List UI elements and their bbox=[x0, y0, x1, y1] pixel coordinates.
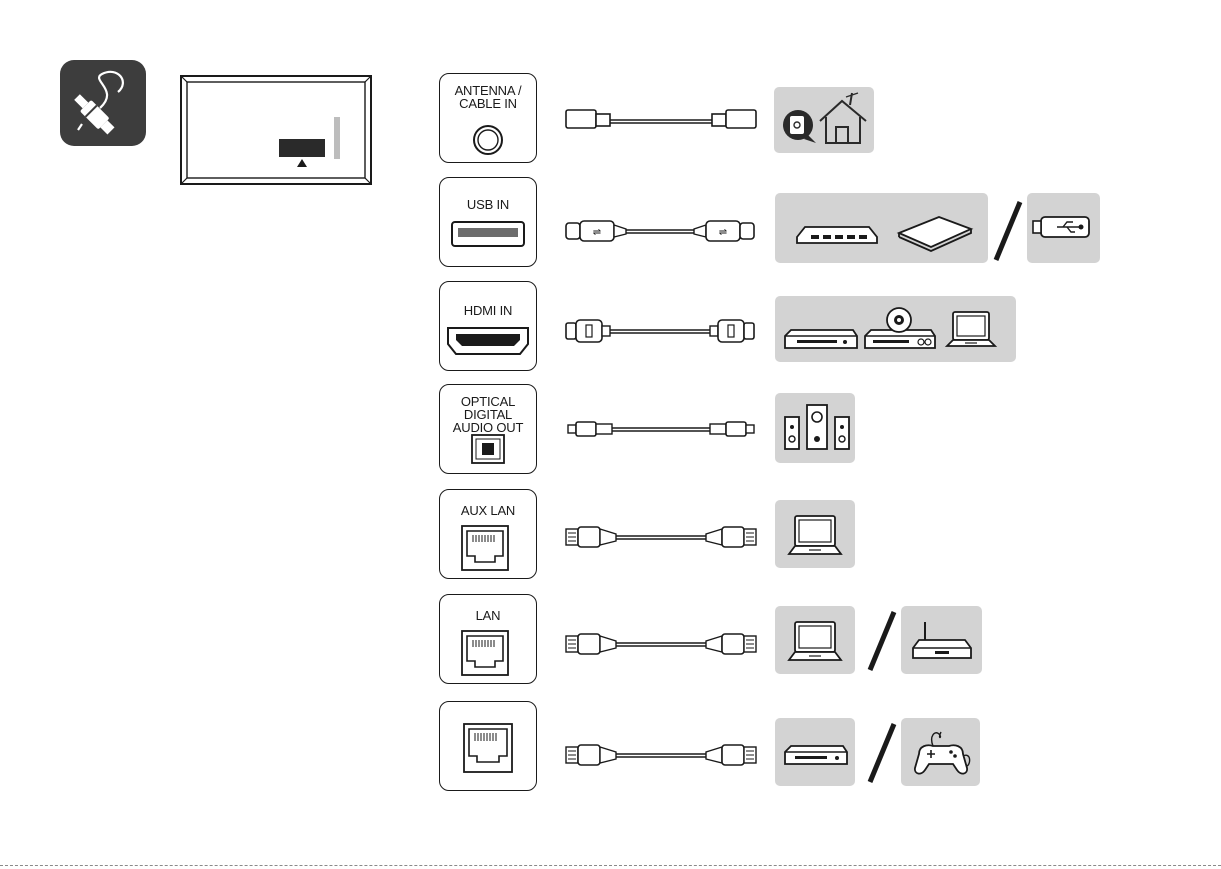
lan-cable bbox=[560, 624, 760, 664]
set-top-box-icon bbox=[775, 718, 855, 786]
or-separator-slash bbox=[990, 198, 1024, 264]
laptop-icon bbox=[947, 312, 995, 346]
optical-cable bbox=[560, 409, 760, 449]
cable-plug-icon bbox=[60, 60, 146, 146]
coax-cable bbox=[560, 100, 760, 140]
or-separator-slash bbox=[864, 720, 898, 786]
usb-cable: ⇌ ⇌ bbox=[560, 211, 760, 251]
set-top-box-icon bbox=[785, 330, 857, 348]
ethernet-port-icon bbox=[440, 595, 538, 685]
hdmi-device-group bbox=[775, 296, 1016, 362]
ethernet-port-icon bbox=[440, 702, 538, 792]
or-separator-slash bbox=[864, 608, 898, 674]
svg-text:⇌: ⇌ bbox=[719, 227, 727, 238]
optical-device-group bbox=[775, 393, 855, 463]
port-usb: USB IN bbox=[439, 177, 537, 267]
lan-router-device-group bbox=[901, 606, 982, 674]
laptop-icon bbox=[775, 500, 855, 568]
wall-outlet-icon bbox=[783, 110, 816, 143]
usb-storage-device-group bbox=[775, 193, 988, 263]
optical-port-icon bbox=[440, 385, 538, 475]
external-drive-icon bbox=[899, 217, 971, 251]
usb-hub-icon bbox=[797, 227, 877, 243]
port-hdmi: HDMI IN bbox=[439, 281, 537, 371]
lan-laptop-device-group bbox=[775, 606, 855, 674]
port-aux-lan: AUX LAN bbox=[439, 489, 537, 579]
dvd-player-icon bbox=[865, 308, 935, 348]
port-antenna: ANTENNA / CABLE IN bbox=[439, 73, 537, 163]
hdmi-cable bbox=[560, 311, 760, 351]
usb-port-icon bbox=[440, 178, 538, 268]
tv-rear-diagram bbox=[180, 75, 372, 185]
port-optical: OPTICAL DIGITAL AUDIO OUT bbox=[439, 384, 537, 474]
lan2-settop-device-group bbox=[775, 718, 855, 786]
usb-stick-device-group bbox=[1027, 193, 1100, 263]
router-icon bbox=[901, 606, 982, 674]
laptop-icon bbox=[775, 606, 855, 674]
port-lan-2 bbox=[439, 701, 537, 791]
page-bottom-rule bbox=[0, 865, 1221, 866]
lan2-game-device-group bbox=[901, 718, 980, 786]
aux-lan-device-group bbox=[775, 500, 855, 568]
usb-stick-icon bbox=[1027, 193, 1100, 263]
ethernet-port-icon bbox=[440, 490, 538, 580]
coax-jack-icon bbox=[440, 74, 538, 164]
house-antenna-icon bbox=[820, 93, 866, 143]
antenna-device-group bbox=[774, 87, 874, 153]
lan-2-cable bbox=[560, 735, 760, 775]
game-controller-icon bbox=[901, 718, 980, 786]
speaker-system-icon bbox=[775, 393, 855, 463]
aux-lan-cable bbox=[560, 517, 760, 557]
svg-text:⇌: ⇌ bbox=[593, 227, 601, 238]
port-lan: LAN bbox=[439, 594, 537, 684]
hdmi-port-icon bbox=[440, 282, 538, 372]
